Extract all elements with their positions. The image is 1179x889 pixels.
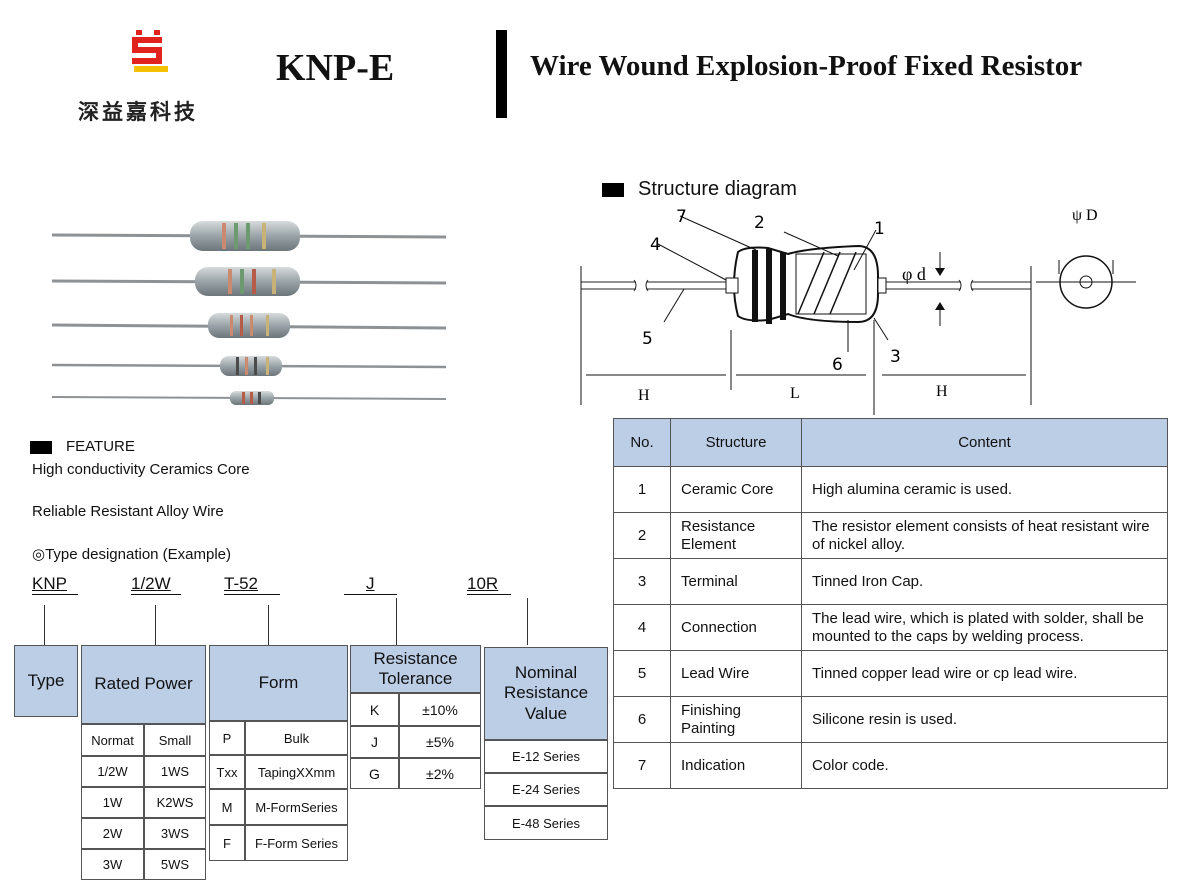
table-header-row: No. Structure Content	[613, 418, 1168, 467]
connector-line	[268, 605, 269, 645]
code-underline	[32, 594, 78, 595]
dim-l: L	[790, 385, 800, 402]
form-box: Form	[209, 645, 348, 721]
rated-power-cell: 1W	[81, 787, 144, 818]
form-desc-cell: Bulk	[245, 721, 348, 755]
tolerance-value-cell: ±10%	[399, 693, 481, 726]
structure-diagram: 1 2 3 4 5 6 7 H L H φ d ψ D	[580, 207, 1136, 415]
col-header-content: Content	[801, 418, 1168, 467]
rated-power-cell: 1/2W	[81, 756, 144, 787]
model-number: KNP-E	[276, 47, 395, 89]
code-underline	[344, 594, 397, 595]
company-name: 深益嘉科技	[78, 100, 198, 124]
code-power: 1/2W	[131, 574, 171, 593]
form-code-cell: M	[209, 789, 245, 825]
tolerance-box: Resistance Tolerance	[350, 645, 481, 693]
rated-power-box: Rated Power	[81, 645, 206, 724]
dim-phi-d: φ d	[902, 264, 926, 284]
code-tolerance: J	[366, 574, 375, 593]
form-desc-cell: TapingXXmm	[245, 755, 348, 789]
nominal-series-cell: E-48 Series	[484, 806, 608, 840]
feature-item: Reliable Resistant Alloy Wire	[32, 503, 224, 520]
callout-2: 2	[754, 213, 765, 233]
form-desc-cell: F-Form Series	[245, 825, 348, 861]
nominal-series-cell: E-24 Series	[484, 773, 608, 806]
square-bullet-icon	[602, 182, 624, 197]
resistor-photo	[51, 221, 447, 405]
tolerance-code-cell: J	[350, 726, 399, 758]
rated-power-cell: 5WS	[144, 849, 206, 880]
connector-line	[44, 605, 45, 645]
connector-line	[527, 598, 528, 645]
rated-power-cell: 2W	[81, 818, 144, 849]
connector-line	[396, 598, 397, 645]
rated-power-cell: 3WS	[144, 818, 206, 849]
col-header-no: No.	[613, 418, 671, 467]
page-title: Wire Wound Explosion-Proof Fixed Resisto…	[530, 50, 1083, 82]
callout-4: 4	[650, 235, 661, 255]
callout-7: 7	[676, 207, 687, 227]
callout-5: 5	[642, 329, 653, 349]
structure-diagram-heading: Structure diagram	[602, 178, 797, 201]
company-logo	[130, 28, 170, 74]
feature-item: High conductivity Ceramics Core	[32, 461, 250, 478]
tolerance-value-cell: ±2%	[399, 758, 481, 789]
tolerance-code-cell: G	[350, 758, 399, 789]
rated-power-cell: 1WS	[144, 756, 206, 787]
code-resistance: 10R	[467, 574, 499, 593]
code-underline	[224, 594, 280, 595]
square-bullet-icon	[30, 440, 52, 454]
code-underline	[467, 594, 511, 595]
nominal-series-cell: E-12 Series	[484, 740, 608, 773]
code-type: KNP	[32, 574, 67, 593]
type-designation-heading: ◎Type designation (Example)	[32, 546, 232, 563]
callout-3: 3	[890, 347, 901, 367]
dim-h-right: H	[936, 383, 948, 400]
code-underline	[131, 594, 181, 595]
form-code-cell: P	[209, 721, 245, 755]
rated-power-cell: K2WS	[144, 787, 206, 818]
tolerance-code-cell: K	[350, 693, 399, 726]
rated-power-cell: 3W	[81, 849, 144, 880]
header-divider	[496, 30, 507, 118]
dim-h-left: H	[638, 387, 650, 404]
callout-1: 1	[874, 219, 885, 239]
code-form: T-52	[224, 574, 259, 593]
dim-phi-D: ψ D	[1072, 207, 1098, 224]
form-code-cell: F	[209, 825, 245, 861]
type-box: Type	[14, 645, 78, 717]
connector-line	[155, 605, 156, 645]
col-header-structure: Structure	[670, 418, 802, 467]
form-desc-cell: M-FormSeries	[245, 789, 348, 825]
rated-power-col-header: Small	[144, 724, 206, 756]
callout-6: 6	[832, 355, 843, 375]
feature-heading: FEATURE	[30, 438, 135, 455]
rated-power-col-header: Normat	[81, 724, 144, 756]
tolerance-value-cell: ±5%	[399, 726, 481, 758]
form-code-cell: Txx	[209, 755, 245, 789]
nominal-resistance-box: Nominal Resistance Value	[484, 647, 608, 740]
